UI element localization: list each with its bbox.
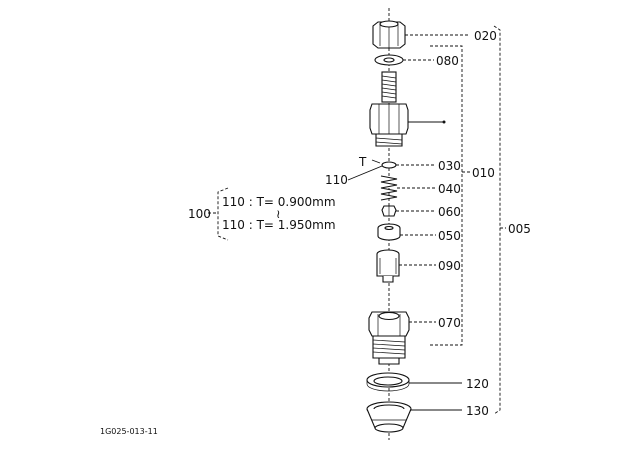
leader-110	[347, 165, 383, 181]
callout-060: 060	[438, 205, 461, 219]
part-120-gasket[interactable]	[366, 372, 410, 392]
shim-option-line-1: 110 : T= 0.900mm	[222, 195, 336, 209]
callout-130: 130	[466, 404, 489, 418]
part-050-distance-piece[interactable]	[377, 223, 401, 241]
part-130-heat-seal[interactable]	[366, 401, 412, 433]
callout-120: 120	[466, 377, 489, 391]
leader-010-dot	[442, 120, 446, 124]
callout-090: 090	[438, 259, 461, 273]
callout-080: 080	[436, 54, 459, 68]
callout-040: 040	[438, 182, 461, 196]
part-090-nozzle[interactable]	[376, 249, 400, 283]
leader-t-mark	[371, 159, 381, 164]
callout-050: 050	[438, 229, 461, 243]
callout-110: 110	[325, 173, 348, 187]
shim-option-connector: ≀	[276, 207, 281, 221]
bracket-005	[493, 25, 501, 415]
part-040-spring[interactable]	[380, 174, 398, 202]
callout-070: 070	[438, 316, 461, 330]
shim-option-line-2: 110 : T= 1.950mm	[222, 218, 336, 232]
part-030-shim[interactable]	[381, 161, 397, 169]
part-080-washer[interactable]	[374, 54, 404, 66]
figure-code: 1G025-013-11	[100, 427, 158, 436]
part-020-nut[interactable]	[372, 20, 406, 49]
bracket-100	[217, 187, 229, 241]
callout-010: 010	[472, 166, 495, 180]
callout-005: 005	[508, 222, 531, 236]
callout-030: 030	[438, 159, 461, 173]
bracket-010	[430, 45, 463, 346]
callout-100: 100	[188, 207, 211, 221]
part-070-nozzle-nut[interactable]	[368, 311, 410, 365]
part-010-nozzle-holder[interactable]	[369, 71, 409, 147]
part-060-pin[interactable]	[381, 205, 397, 217]
callout-t-mark: T	[358, 155, 367, 169]
callout-020: 020	[474, 29, 497, 43]
